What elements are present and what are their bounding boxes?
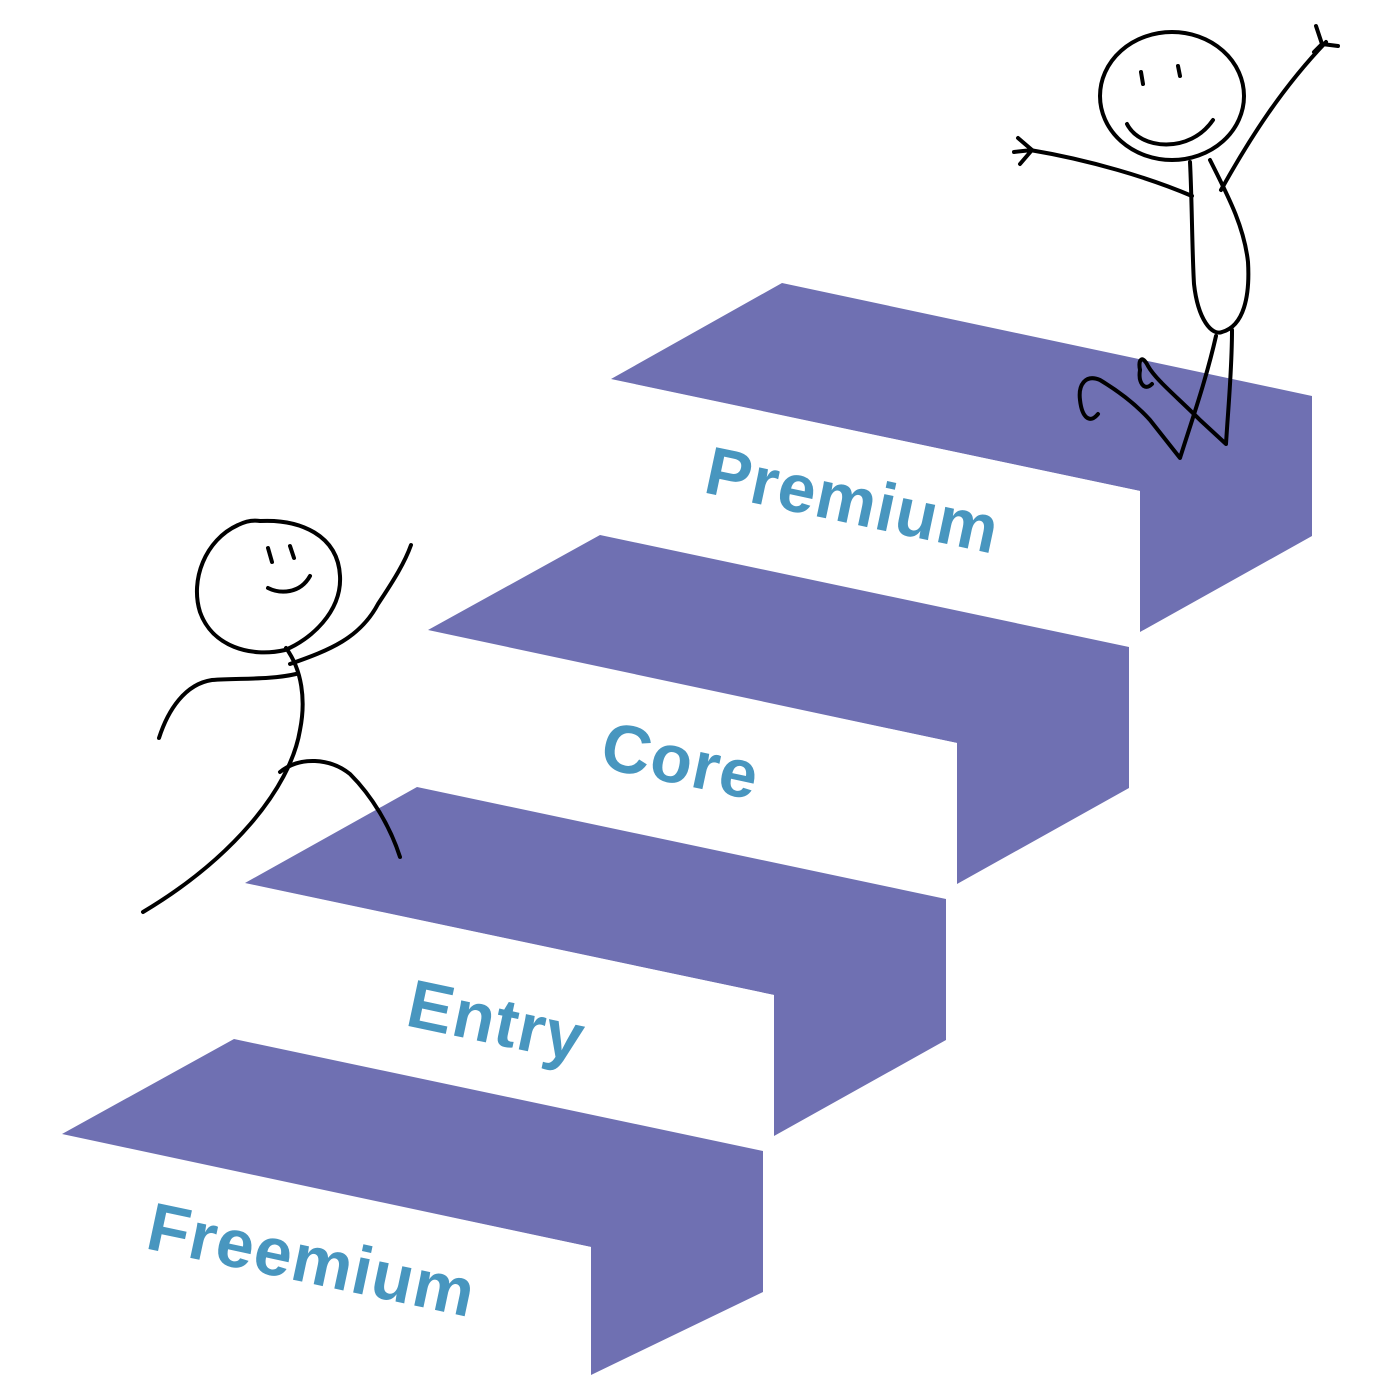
climber-smile [266, 574, 312, 594]
step-freemium-top [62, 1039, 763, 1375]
climber-body [141, 646, 305, 914]
celebrator-leg-left [1077, 334, 1218, 460]
climbing-stick-figure [141, 518, 413, 914]
celebrator-left-hand [1012, 136, 1034, 166]
celebrator-right-eye [1176, 64, 1182, 78]
celebrator-head [1098, 30, 1246, 162]
climber-head [194, 518, 343, 655]
climber-arm-left [157, 672, 298, 740]
celebrator-arm-left [1028, 148, 1194, 198]
climber-arm-right [288, 543, 413, 666]
celebrator-left-eye [1139, 70, 1145, 86]
celebrator-smile [1125, 118, 1215, 147]
step-premium: Premium [611, 283, 1312, 632]
celebrator-arm-right [1219, 40, 1328, 192]
celebrator-right-hand [1312, 24, 1340, 54]
step-core-top [428, 535, 1129, 884]
step-entry-top [245, 787, 946, 1136]
climber-right-eye [288, 544, 296, 560]
step-freemium: Freemium [62, 1039, 763, 1375]
celebrator-foot-left [1137, 368, 1154, 389]
climber-left-eye [266, 546, 274, 564]
step-premium-top [611, 283, 1312, 632]
climber-leg [278, 759, 402, 859]
step-freemium-front [70, 1137, 591, 1375]
celebrating-stick-figure [1012, 24, 1340, 460]
celebrator-leg-right [1137, 328, 1234, 446]
celebrator-body [1188, 158, 1251, 335]
